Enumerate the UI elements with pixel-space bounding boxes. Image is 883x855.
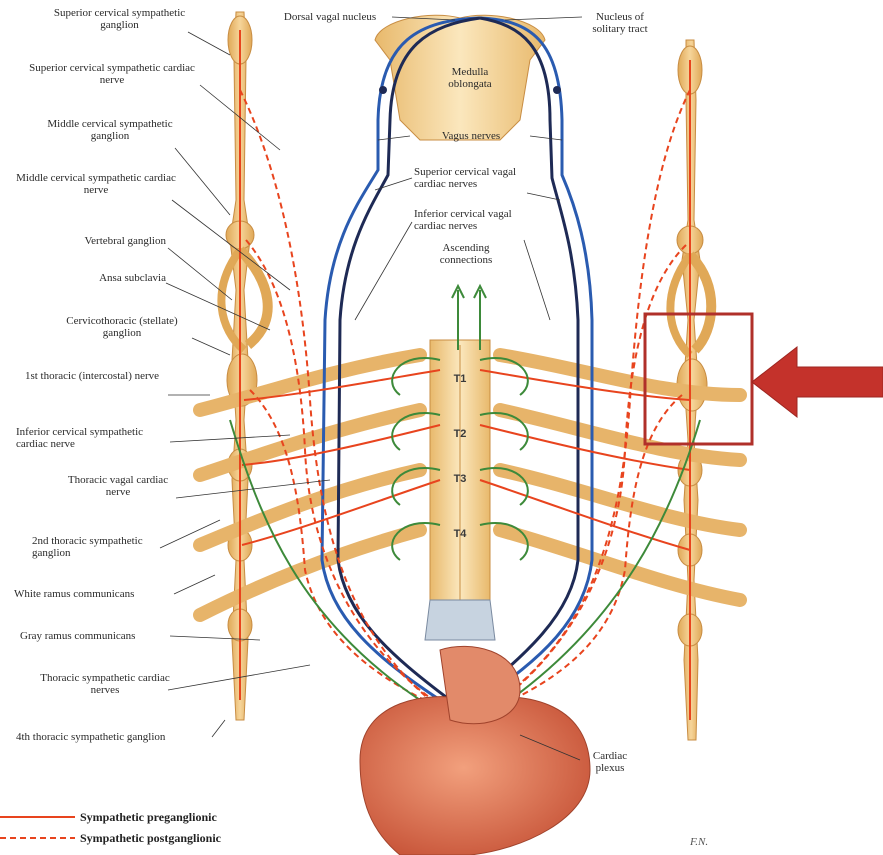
label-ansa-subclavia: Ansa subclavia bbox=[40, 272, 166, 284]
label-inferior-cervical-vagal: Inferior cervical vagal cardiac nerves bbox=[414, 208, 534, 232]
label-superior-cervical-cardiac-nerve: Superior cervical sympathetic cardiac ne… bbox=[22, 62, 202, 86]
label-thoracic-sympathetic-cardiac-nerves: Thoracic sympathetic cardiac nerves bbox=[40, 672, 170, 696]
label-middle-cervical-cardiac-nerve: Middle cervical sympathetic cardiac nerv… bbox=[16, 172, 176, 196]
legend-preganglionic-label: Sympathetic preganglionic bbox=[80, 810, 217, 825]
left-sympathetic-chain bbox=[221, 12, 267, 720]
label-medulla: Medulla oblongata bbox=[440, 66, 500, 90]
label-second-thoracic-ganglion: 2nd thoracic sympathetic ganglion bbox=[32, 535, 162, 559]
label-gray-ramus: Gray ramus communicans bbox=[20, 630, 180, 642]
label-superior-cervical-ganglion: Superior cervical sympathetic ganglion bbox=[52, 7, 187, 31]
label-vagus-nerves: Vagus nerves bbox=[412, 130, 530, 142]
label-cervicothoracic-ganglion: Cervicothoracic (stellate) ganglion bbox=[52, 315, 192, 339]
label-first-thoracic-nerve: 1st thoracic (intercostal) nerve bbox=[22, 370, 162, 382]
label-inferior-cervical-cardiac-nerve: Inferior cervical sympathetic cardiac ne… bbox=[16, 426, 170, 450]
segment-label: T1 bbox=[454, 373, 467, 385]
segment-label: T2 bbox=[454, 428, 467, 440]
legend-postganglionic-label: Sympathetic postganglionic bbox=[80, 831, 221, 846]
pointer-arrow bbox=[752, 347, 883, 417]
label-vertebral-ganglion: Vertebral ganglion bbox=[40, 235, 166, 247]
segment-label: T3 bbox=[454, 473, 467, 485]
artist-signature: F.N. bbox=[690, 836, 708, 848]
label-fourth-thoracic-ganglion: 4th thoracic sympathetic ganglion bbox=[16, 731, 216, 743]
label-white-ramus: White ramus communicans bbox=[14, 588, 184, 600]
label-nucleus-solitary-tract: Nucleus of solitary tract bbox=[580, 11, 660, 35]
segment-label: T4 bbox=[454, 528, 468, 540]
label-superior-cervical-vagal: Superior cervical vagal cardiac nerves bbox=[414, 166, 534, 190]
label-thoracic-vagal-cardiac-nerve: Thoracic vagal cardiac nerve bbox=[60, 474, 176, 498]
label-ascending-connections: Ascending connections bbox=[426, 242, 506, 266]
label-cardiac-plexus: Cardiac plexus bbox=[580, 750, 640, 774]
label-middle-cervical-ganglion: Middle cervical sympathetic ganglion bbox=[40, 118, 180, 142]
label-dorsal-vagal-nucleus: Dorsal vagal nucleus bbox=[268, 11, 392, 23]
